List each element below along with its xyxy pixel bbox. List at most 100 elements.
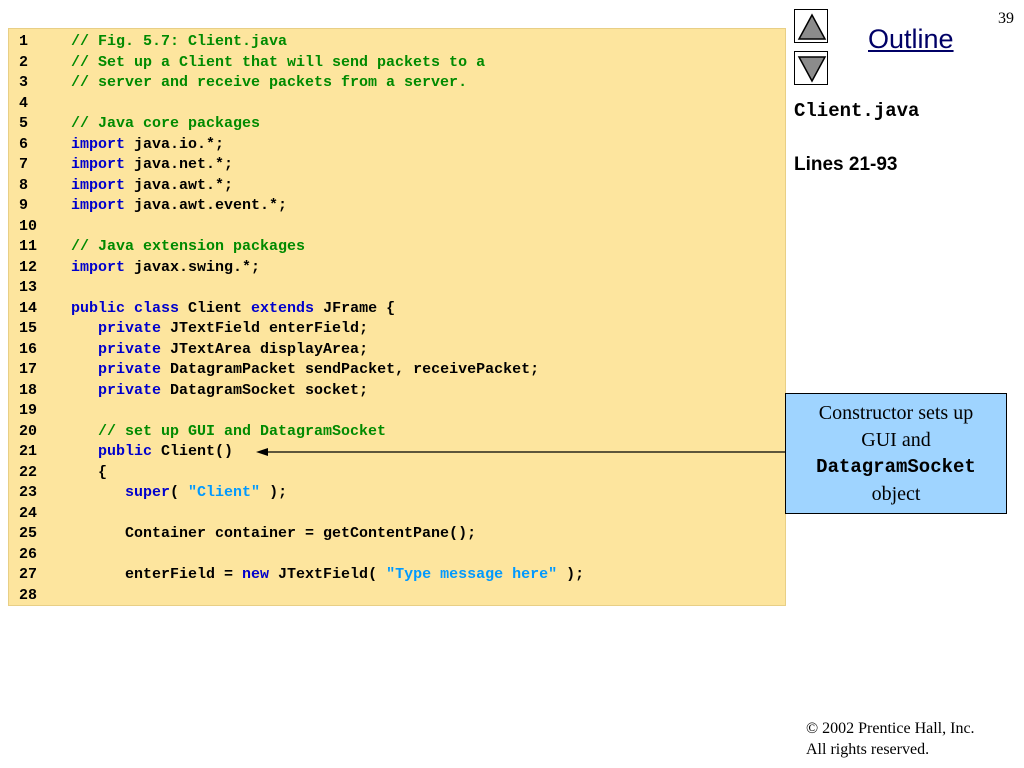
- line-number: 18: [19, 381, 38, 399]
- copyright-line-2: All rights reserved.: [806, 741, 930, 758]
- code-text: private JTextArea displayArea;: [71, 340, 368, 361]
- code-text: // Fig. 5.7: Client.java: [71, 32, 287, 53]
- code-text: public Client(): [71, 442, 233, 463]
- code-text: enterField = new JTextField( "Type messa…: [71, 565, 584, 586]
- line-number: 28: [19, 586, 38, 604]
- code-token: [71, 382, 98, 399]
- code-token: private: [98, 340, 162, 358]
- code-token: java.awt.event.*;: [125, 197, 288, 214]
- code-token: import: [71, 258, 126, 276]
- code-token: [71, 361, 98, 378]
- callout-box: Constructor sets up GUI and DatagramSock…: [785, 393, 1007, 514]
- line-number: 5: [19, 115, 29, 132]
- code-token: import: [71, 156, 126, 173]
- code-token: );: [260, 484, 288, 501]
- code-token: java.awt.*;: [125, 176, 234, 194]
- line-number: 25: [19, 525, 38, 542]
- code-token: JTextField enterField;: [161, 320, 369, 337]
- code-text: import java.awt.event.*;: [71, 196, 287, 217]
- previous-slide-button[interactable]: [794, 9, 828, 43]
- code-text: import javax.swing.*;: [71, 258, 260, 279]
- line-number: 13: [19, 279, 38, 296]
- line-number: 12: [19, 258, 38, 276]
- line-number: 19: [19, 402, 38, 419]
- code-text: import java.net.*;: [71, 155, 233, 176]
- code-token: );: [557, 566, 585, 583]
- code-token: [71, 443, 98, 460]
- code-text: private JTextField enterField;: [71, 319, 368, 340]
- code-token: "Client": [188, 484, 261, 501]
- copyright: © 2002 Prentice Hall, Inc. All rights re…: [806, 718, 975, 760]
- code-text: import java.awt.*;: [71, 176, 233, 197]
- code-token: "Type message here": [386, 566, 558, 583]
- callout-line-1: Constructor sets up: [818, 402, 974, 424]
- line-number: 11: [19, 238, 38, 255]
- code-token: Client(): [152, 443, 234, 460]
- code-token: new: [242, 566, 270, 583]
- code-token: java.io.*;: [125, 135, 225, 153]
- page-number: 39: [998, 10, 1014, 27]
- code-token: // Java core packages: [71, 115, 261, 132]
- line-number: 16: [19, 340, 38, 358]
- code-token: JTextArea displayArea;: [161, 340, 369, 358]
- callout-line-2: GUI and: [861, 429, 931, 451]
- code-token: (: [170, 484, 189, 501]
- line-number: 21: [19, 443, 38, 460]
- line-number: 23: [19, 484, 38, 501]
- code-token: [71, 320, 98, 337]
- triangle-down-icon: [797, 56, 827, 83]
- line-number: 4: [19, 94, 29, 112]
- code-token: import: [71, 176, 126, 194]
- code-text: import java.io.*;: [71, 135, 224, 156]
- code-text: // set up GUI and DatagramSocket: [71, 422, 386, 443]
- code-token: DatagramPacket sendPacket, receivePacket…: [161, 361, 540, 378]
- copyright-line-1: © 2002 Prentice Hall, Inc.: [806, 720, 975, 737]
- next-slide-button[interactable]: [794, 51, 828, 85]
- code-token: Client: [179, 299, 252, 317]
- code-text: {: [71, 463, 107, 484]
- code-text: private DatagramPacket sendPacket, recei…: [71, 360, 539, 381]
- callout-line-4: object: [871, 483, 921, 505]
- code-text: Container container = getContentPane();: [71, 524, 476, 545]
- line-number: 27: [19, 566, 38, 583]
- code-token: Container container = getContentPane();: [71, 525, 477, 542]
- file-name: Client.java: [794, 100, 920, 122]
- line-number: 10: [19, 217, 38, 235]
- line-number: 6: [19, 135, 29, 153]
- line-number: 17: [19, 361, 38, 378]
- code-token: import: [71, 197, 126, 214]
- code-text: super( "Client" );: [71, 483, 287, 504]
- code-text: // Set up a Client that will send packet…: [71, 53, 485, 74]
- code-token: private: [98, 361, 162, 378]
- code-token: [71, 484, 125, 501]
- line-number: 14: [19, 299, 38, 317]
- code-token: java.net.*;: [125, 156, 234, 173]
- code-text: // Java core packages: [71, 114, 260, 135]
- code-text: // Java extension packages: [71, 237, 305, 258]
- code-token: public: [98, 443, 153, 460]
- line-number: 7: [19, 156, 29, 173]
- code-token: [71, 423, 98, 440]
- line-number: 26: [19, 545, 38, 563]
- callout-line-3: DatagramSocket: [816, 456, 976, 478]
- code-token: // Java extension packages: [71, 238, 306, 255]
- code-token: {: [71, 463, 108, 481]
- code-text: // server and receive packets from a ser…: [71, 73, 467, 94]
- lines-label: Lines 21-93: [794, 154, 898, 175]
- code-token: javax.swing.*;: [125, 258, 261, 276]
- code-token: private: [98, 320, 162, 337]
- outline-link[interactable]: Outline: [868, 24, 954, 54]
- code-token: DatagramSocket socket;: [161, 381, 369, 399]
- line-number: 15: [19, 320, 38, 337]
- code-token: JFrame {: [314, 299, 396, 317]
- code-token: import: [71, 135, 126, 153]
- code-token: private: [98, 381, 162, 399]
- code-text: private DatagramSocket socket;: [71, 381, 368, 402]
- code-token: enterField =: [71, 566, 243, 583]
- triangle-up-icon: [797, 13, 827, 40]
- code-token: JTextField(: [269, 566, 387, 583]
- line-number: 8: [19, 176, 29, 194]
- line-number: 20: [19, 422, 38, 440]
- code-text: public class Client extends JFrame {: [71, 299, 395, 320]
- line-number: 24: [19, 504, 38, 522]
